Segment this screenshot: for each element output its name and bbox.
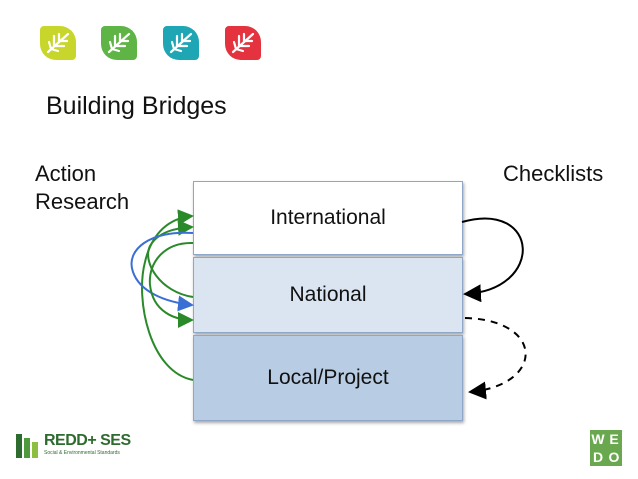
level-box-local-project: Local/Project: [193, 335, 463, 421]
level-label-international: International: [270, 206, 386, 229]
arrow-local-to-international: [141, 209, 194, 381]
leaf-icon-yellow: [40, 26, 76, 60]
action-research-label: Action Research: [35, 161, 130, 214]
level-label-local-project: Local/Project: [267, 366, 389, 389]
redd-ses-logo: REDD+ SES Social & Environmental Standar…: [16, 432, 166, 462]
leaf-icon-red: [225, 26, 261, 60]
slide-title: Building Bridges: [46, 92, 227, 120]
redd-ses-tagline: Social & Environmental Standards: [44, 450, 120, 456]
arrow-checklist-international-to-national: [461, 217, 524, 303]
wedo-logo: W E D O: [590, 430, 622, 466]
redd-ses-mark-icon: [16, 434, 38, 458]
wedo-letter-w: W: [591, 431, 605, 447]
level-box-national: National: [193, 257, 463, 333]
level-label-national: National: [289, 283, 367, 306]
wedo-letter-o: O: [608, 449, 620, 465]
redd-ses-name: REDD+ SES: [44, 432, 131, 449]
leaf-icon-green: [101, 26, 137, 60]
wedo-letter-e: E: [609, 431, 619, 447]
leaf-icon-teal: [163, 26, 199, 60]
level-box-international: International: [193, 181, 463, 255]
arrow-checklist-national-to-local: [464, 317, 527, 400]
checklists-label: Checklists: [503, 161, 604, 186]
arrow-international-to-local: [148, 241, 194, 328]
arrow-international-to-national: [130, 231, 194, 312]
arrow-national-to-international: [147, 219, 194, 298]
wedo-letter-d: D: [592, 449, 604, 465]
